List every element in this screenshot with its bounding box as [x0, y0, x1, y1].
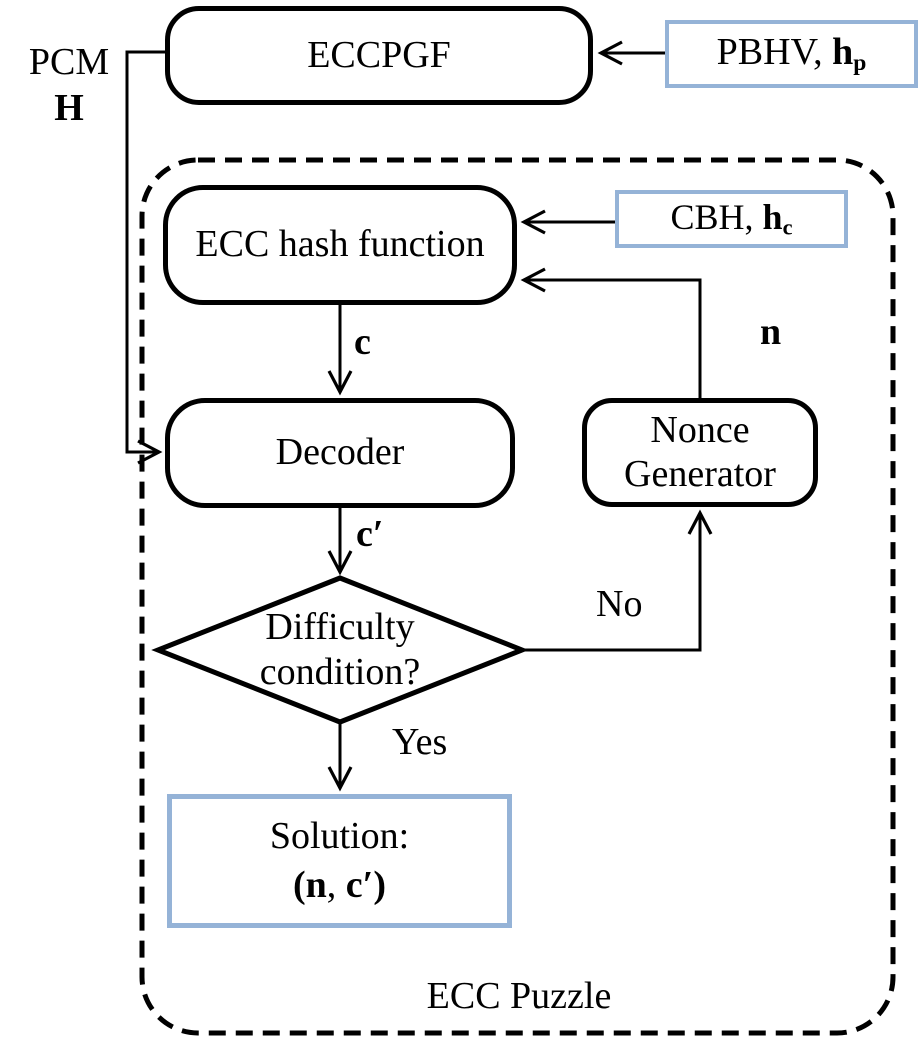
- nonce-line2: Generator: [624, 452, 776, 495]
- edge-label-c-prime: c′: [356, 512, 384, 558]
- solution-prime: ′: [362, 864, 374, 906]
- edge-label-c: c: [354, 321, 371, 363]
- node-pbhv-input: PBHV, hp: [665, 20, 918, 88]
- node-eccpgf: ECCPGF: [165, 6, 593, 105]
- solution-open-paren: (: [292, 864, 306, 906]
- node-nonce-generator: Nonce Generator: [582, 398, 818, 507]
- difficulty-condition-text: Difficulty condition?: [190, 594, 490, 706]
- nonce-line1: Nonce: [650, 408, 750, 451]
- cbh-h-bold: h: [762, 197, 783, 238]
- node-solution: Solution: (n, c′): [167, 794, 512, 928]
- pcm-text: PCM: [28, 41, 110, 83]
- difficulty-condition-diamond: [151, 575, 529, 725]
- cbh-prefix: CBH,: [670, 197, 763, 238]
- c-prime-mark: ′: [372, 513, 384, 555]
- solution-close-paren: ): [373, 864, 386, 906]
- node-cbh-label: CBH, hc: [671, 196, 793, 241]
- pcm-input-label: PCM H: [18, 40, 120, 131]
- edge-label-n: n: [760, 311, 782, 353]
- solution-line1: Solution:: [269, 814, 410, 857]
- difficulty-line1: Difficulty: [265, 606, 415, 649]
- pbhv-h-bold: h: [832, 31, 854, 74]
- solution-c: c: [345, 864, 363, 906]
- node-cbh-input: CBH, hc: [615, 190, 848, 248]
- pbhv-subscript: p: [853, 50, 867, 77]
- node-ecc-hash-label: ECC hash function: [195, 223, 485, 266]
- solution-separator: ,: [326, 864, 346, 906]
- pcm-matrix-h: H: [54, 86, 84, 129]
- difficulty-line2: condition?: [259, 651, 421, 693]
- solution-n: n: [305, 864, 327, 906]
- node-decoder: Decoder: [165, 398, 515, 508]
- node-ecc-hash-function: ECC hash function: [163, 185, 517, 305]
- node-eccpgf-label: ECCPGF: [307, 33, 451, 76]
- edge-label-no: No: [596, 583, 643, 625]
- edge-pcm-to-decoder: [125, 50, 165, 465]
- node-pbhv-label: PBHV, hp: [717, 30, 867, 77]
- edge-difficulty-no-to-nonce: [522, 509, 713, 652]
- edge-label-yes: Yes: [392, 721, 448, 763]
- ecc-puzzle-container-label: ECC Puzzle: [426, 975, 612, 1017]
- cbh-subscript: c: [782, 214, 793, 240]
- edge-nonce-to-ecc-hash: [520, 267, 702, 398]
- pbhv-prefix: PBHV,: [716, 31, 833, 74]
- solution-tuple: (n, c′): [293, 861, 386, 910]
- c-prime-letter: c: [356, 513, 373, 555]
- node-decoder-label: Decoder: [275, 431, 405, 474]
- ecc-puzzle-container-border: [139, 157, 896, 1036]
